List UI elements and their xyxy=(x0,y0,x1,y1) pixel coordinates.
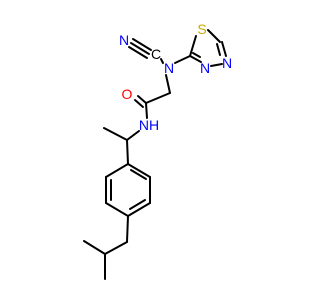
bond-carbonyl-o-1 xyxy=(137,95,147,104)
atom-labels: C N N S N N O NH xyxy=(119,21,232,133)
bond-carbonyl-nh xyxy=(145,102,148,119)
atom-label-n-amine: N xyxy=(164,60,174,76)
atom-label-n-nitrile: N xyxy=(119,32,129,48)
bond-ring-c2-s xyxy=(189,35,197,57)
atom-label-o-carbonyl: O xyxy=(122,86,133,102)
bond-carbonyl-o-2 xyxy=(134,99,144,108)
bond-ring-s-c5 xyxy=(207,29,221,43)
bond-nitrile-triple-2 xyxy=(128,46,148,59)
bond-ar-double-1 xyxy=(130,169,147,180)
atom-label-s-ring: S xyxy=(197,21,206,37)
bond-c-to-amine-n xyxy=(160,58,164,64)
bond-ch-methyl xyxy=(103,127,128,141)
atom-label-n-ring-2: N xyxy=(200,60,210,76)
bond-aryl-ch2 xyxy=(126,215,129,243)
bond-ch2-carbonyl xyxy=(145,92,171,104)
bond-nitrile-triple-3 xyxy=(132,38,152,51)
bond-ar-1 xyxy=(127,163,151,178)
bond-ring-n4-n3 xyxy=(210,63,223,67)
bond-isobutyl-methyl-1 xyxy=(83,240,106,255)
bond-ring-n3-c2-double xyxy=(192,52,201,58)
bond-ring-c5-n4 xyxy=(221,41,227,57)
atom-label-nh-amide: NH xyxy=(139,117,159,133)
bond-ar-4 xyxy=(105,202,129,217)
bond-nh-ch xyxy=(126,130,140,141)
bond-ch-aryl xyxy=(126,139,129,165)
bond-ar-double-2 xyxy=(129,199,146,210)
bond-ring-n3-c2 xyxy=(189,55,202,63)
structure-canvas: C N N S N N O NH xyxy=(83,21,233,280)
bond-ar-6 xyxy=(105,163,129,178)
bond-ring-c5-n4-double xyxy=(216,43,221,56)
bond-ar-3 xyxy=(127,202,151,217)
molecule-diagram: C N N S N N O NH xyxy=(83,21,232,280)
atom-label-c-nitrile: C xyxy=(151,46,161,62)
bond-nitrile-triple-1 xyxy=(130,42,150,55)
atom-label-n-ring-1: N xyxy=(222,55,232,71)
bond-amine-to-ring xyxy=(174,55,191,64)
bond-amine-ch2 xyxy=(165,74,171,94)
bonds xyxy=(83,29,227,280)
bond-ch2-ch-isobutyl xyxy=(104,241,128,255)
